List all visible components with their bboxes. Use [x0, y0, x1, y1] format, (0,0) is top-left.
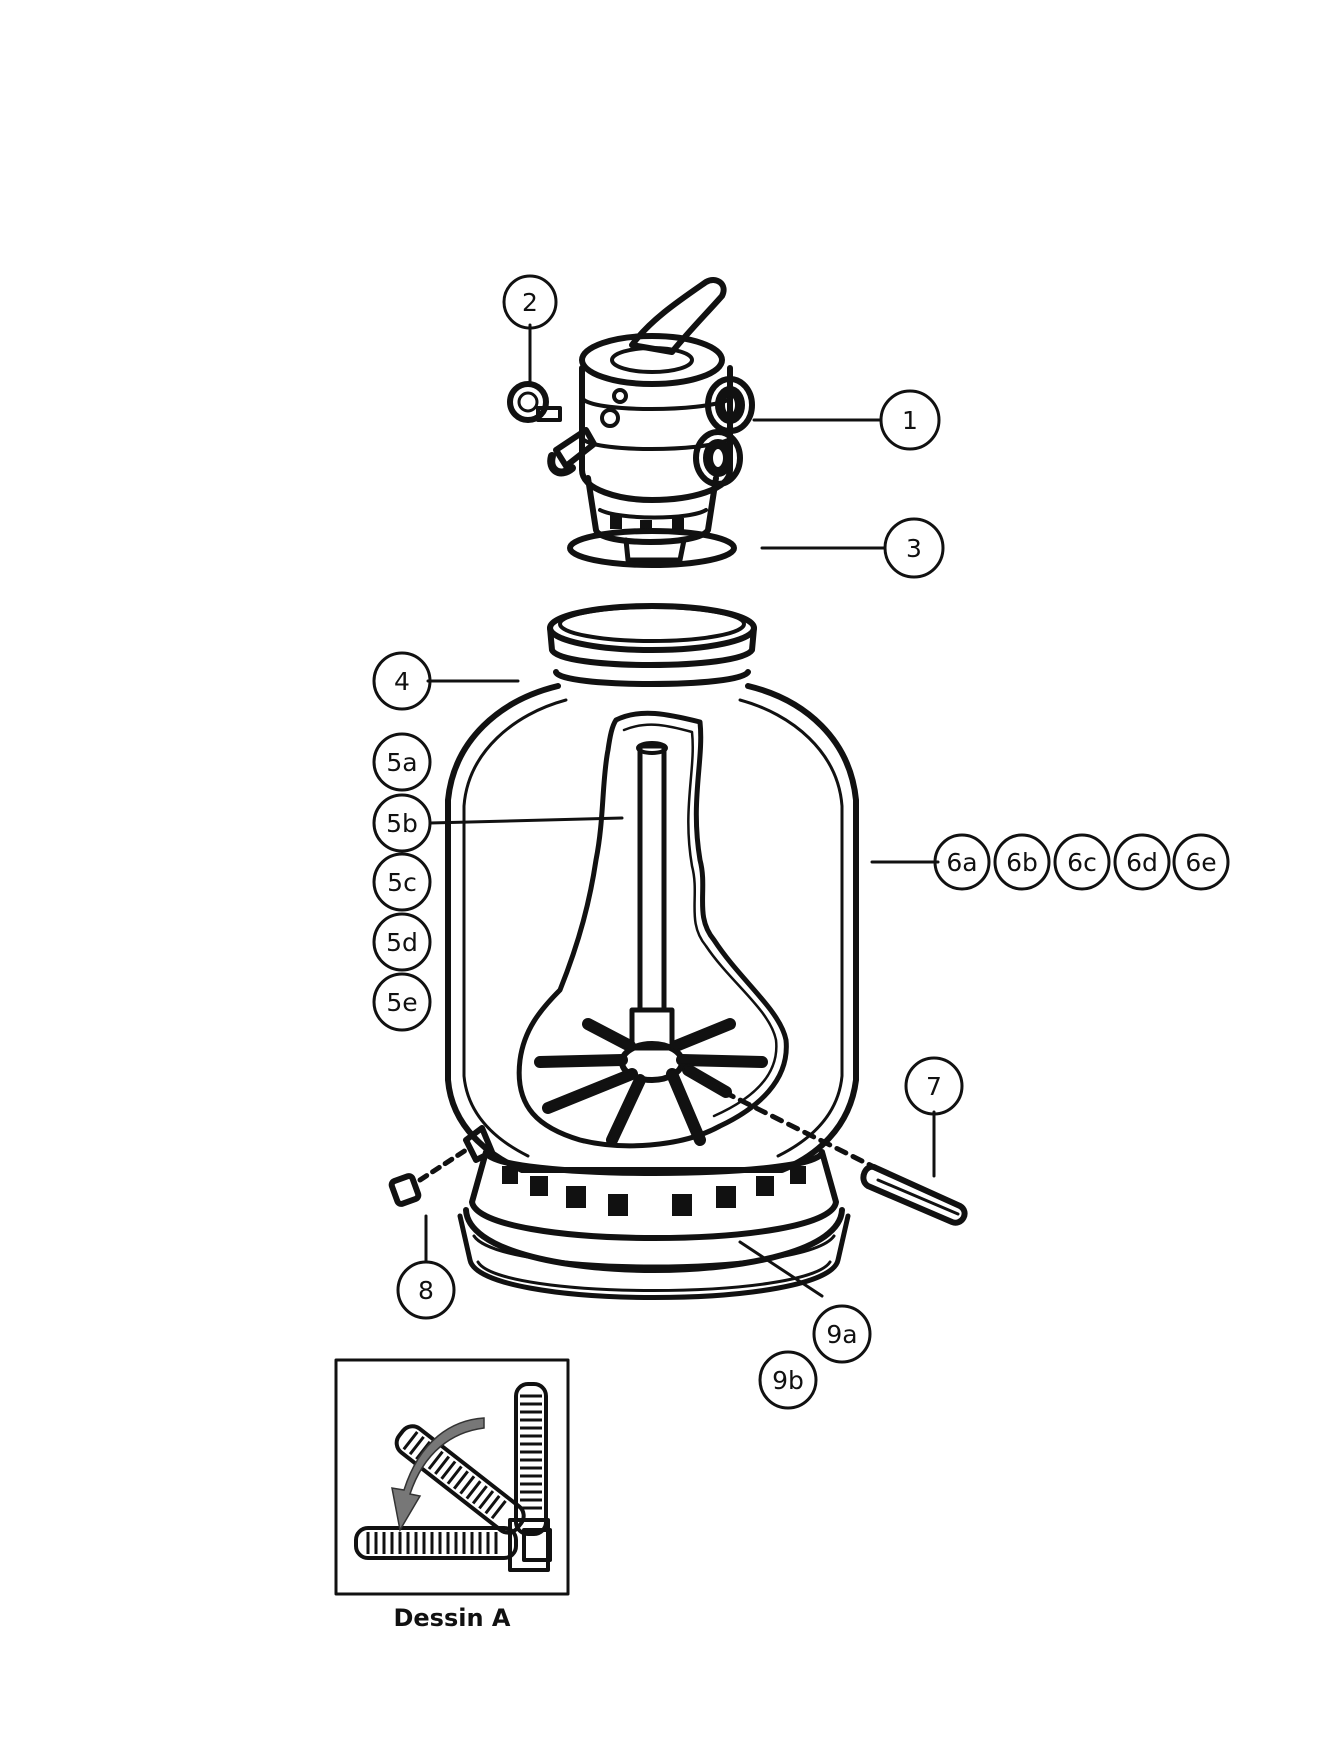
callout-label: 1 — [902, 406, 918, 435]
callout-2: 2 — [502, 274, 558, 330]
drain-cap — [388, 1125, 495, 1207]
callout-label: 5d — [386, 928, 418, 957]
callout-label: 4 — [394, 667, 410, 696]
callout-label: 6d — [1126, 848, 1158, 877]
callout-5b: 5b — [372, 793, 432, 853]
callout-1: 1 — [879, 389, 941, 451]
callout-5a: 5a — [372, 732, 432, 792]
callout-3: 3 — [883, 517, 945, 579]
callout-label: 8 — [418, 1276, 434, 1305]
callout-6a: 6a — [933, 833, 991, 891]
callout-label: 9a — [826, 1320, 857, 1349]
callout-6b: 6b — [993, 833, 1051, 891]
callout-6c: 6c — [1053, 833, 1111, 891]
pressure-gauge — [507, 381, 562, 423]
callout-label: 6c — [1067, 848, 1097, 877]
callout-5d: 5d — [372, 912, 432, 972]
filter-base — [457, 1149, 851, 1300]
callout-label: 5e — [386, 988, 417, 1017]
inset-caption: Dessin A — [393, 1604, 510, 1632]
callout-6d: 6d — [1113, 833, 1171, 891]
standpipe — [637, 743, 667, 1013]
callout-label: 5a — [386, 748, 417, 777]
lateral-horizontal — [354, 1526, 518, 1560]
callout-label: 6a — [946, 848, 977, 877]
inset-dessin-a — [334, 1358, 570, 1596]
valve-o-ring — [567, 528, 737, 568]
callout-4: 4 — [372, 651, 432, 711]
callout-8: 8 — [396, 1260, 456, 1320]
callout-5c: 5c — [372, 852, 432, 912]
drain-tube — [689, 1073, 968, 1226]
tank-shell — [445, 683, 859, 1173]
leader-lines — [424, 323, 940, 1298]
callout-9b: 9b — [758, 1350, 818, 1410]
callout-label: 9b — [772, 1366, 804, 1395]
lateral-upright — [514, 1382, 548, 1536]
callout-5e: 5e — [372, 972, 432, 1032]
callout-label: 6e — [1185, 848, 1216, 877]
callout-9a: 9a — [812, 1304, 872, 1364]
sand-cutaway — [516, 710, 789, 1149]
callout-label: 2 — [522, 288, 538, 317]
callout-label: 6b — [1006, 848, 1038, 877]
callout-6e: 6e — [1172, 833, 1230, 891]
callout-label: 7 — [926, 1072, 942, 1101]
multiport-valve — [547, 276, 755, 563]
callout-label: 3 — [906, 534, 922, 563]
callout-label: 5b — [386, 809, 418, 838]
laterals — [534, 1018, 768, 1146]
callout-label: 5c — [387, 868, 417, 897]
callout-7: 7 — [904, 1056, 964, 1116]
rotation-arrow-icon — [391, 1417, 485, 1533]
tank-collar — [547, 603, 757, 687]
